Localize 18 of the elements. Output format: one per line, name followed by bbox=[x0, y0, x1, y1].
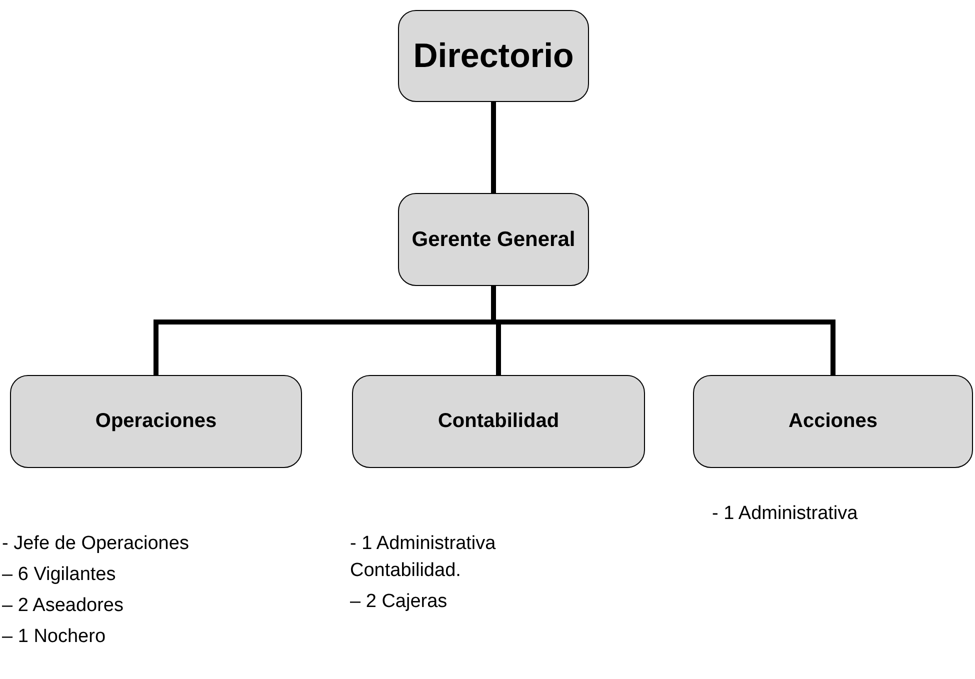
org-box bbox=[352, 375, 645, 468]
org-box bbox=[693, 375, 973, 468]
list-item: - 1 Administrativa bbox=[712, 502, 859, 526]
org-box bbox=[10, 375, 302, 468]
list-item: – 6 Vigilantes bbox=[2, 563, 117, 587]
connector-line bbox=[491, 100, 496, 196]
list-item: - 1 Administrativa Contabilidad. bbox=[350, 532, 497, 583]
list-item: - Jefe de Operaciones bbox=[2, 532, 190, 556]
box-title: Contabilidad bbox=[438, 410, 560, 433]
box-title: Operaciones bbox=[95, 410, 217, 433]
box-title: Directorio bbox=[413, 36, 574, 76]
org-box bbox=[398, 193, 589, 286]
list-item: – 1 Nochero bbox=[2, 625, 107, 649]
list-item: – 2 Aseadores bbox=[2, 594, 124, 618]
list-item: – 2 Cajeras bbox=[350, 590, 448, 614]
org-box bbox=[398, 10, 589, 102]
box-title: Acciones bbox=[788, 410, 878, 433]
box-title: Gerente General bbox=[412, 228, 576, 252]
